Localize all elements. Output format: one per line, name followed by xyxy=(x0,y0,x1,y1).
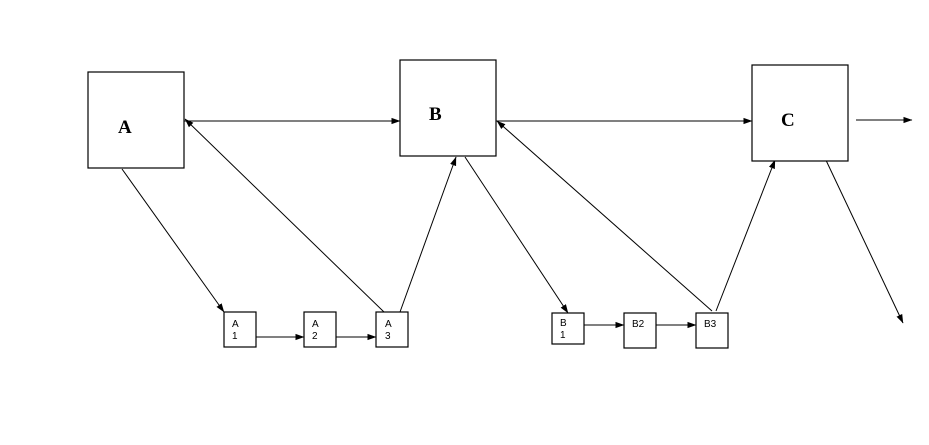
edge-a3-to-a xyxy=(184,118,385,313)
node-a1-box xyxy=(223,311,257,348)
node-b2: B2 xyxy=(623,312,657,349)
node-a1-label-line1: A xyxy=(232,319,239,330)
node-a2: A 2 xyxy=(303,311,337,348)
edge-c-out-down xyxy=(823,155,904,324)
node-a3-box xyxy=(375,311,409,348)
edge-b3-to-b xyxy=(496,120,713,312)
node-a: A xyxy=(87,71,185,169)
node-a1-label-line2: 1 xyxy=(232,331,238,342)
edge-b3-to-c xyxy=(715,159,776,312)
node-b1-label-line2: 1 xyxy=(560,330,566,341)
node-c-label: C xyxy=(781,110,795,131)
node-b2-box xyxy=(623,312,657,349)
node-b1-label-line1: B xyxy=(560,318,567,329)
node-a3: A 3 xyxy=(375,311,409,348)
node-b-box xyxy=(399,59,497,157)
node-b: B xyxy=(399,59,497,157)
node-b3-box xyxy=(695,312,729,349)
node-b1: B 1 xyxy=(551,312,585,345)
node-a2-label-line2: 2 xyxy=(312,331,318,342)
node-b3-label: B3 xyxy=(704,319,717,330)
edge-b-to-b1 xyxy=(464,156,569,314)
node-a3-label-line2: 3 xyxy=(385,331,391,342)
node-a2-label-line1: A xyxy=(312,319,319,330)
node-b-label: B xyxy=(429,104,442,125)
nodes: A B C A 1 A 2 A 3 B 1 xyxy=(87,59,849,349)
node-c-box xyxy=(751,64,849,162)
node-a2-box xyxy=(303,311,337,348)
node-a1: A 1 xyxy=(223,311,257,348)
node-c: C xyxy=(751,64,849,162)
edges xyxy=(121,116,913,341)
node-b1-box xyxy=(551,312,585,345)
edge-a3-to-b xyxy=(399,156,457,313)
node-b3: B3 xyxy=(695,312,729,349)
node-a-box xyxy=(87,71,185,169)
edge-a-to-a1 xyxy=(121,168,225,313)
node-b2-label: B2 xyxy=(632,319,645,330)
node-a3-label-line1: A xyxy=(385,319,392,330)
node-a-label: A xyxy=(118,117,132,138)
